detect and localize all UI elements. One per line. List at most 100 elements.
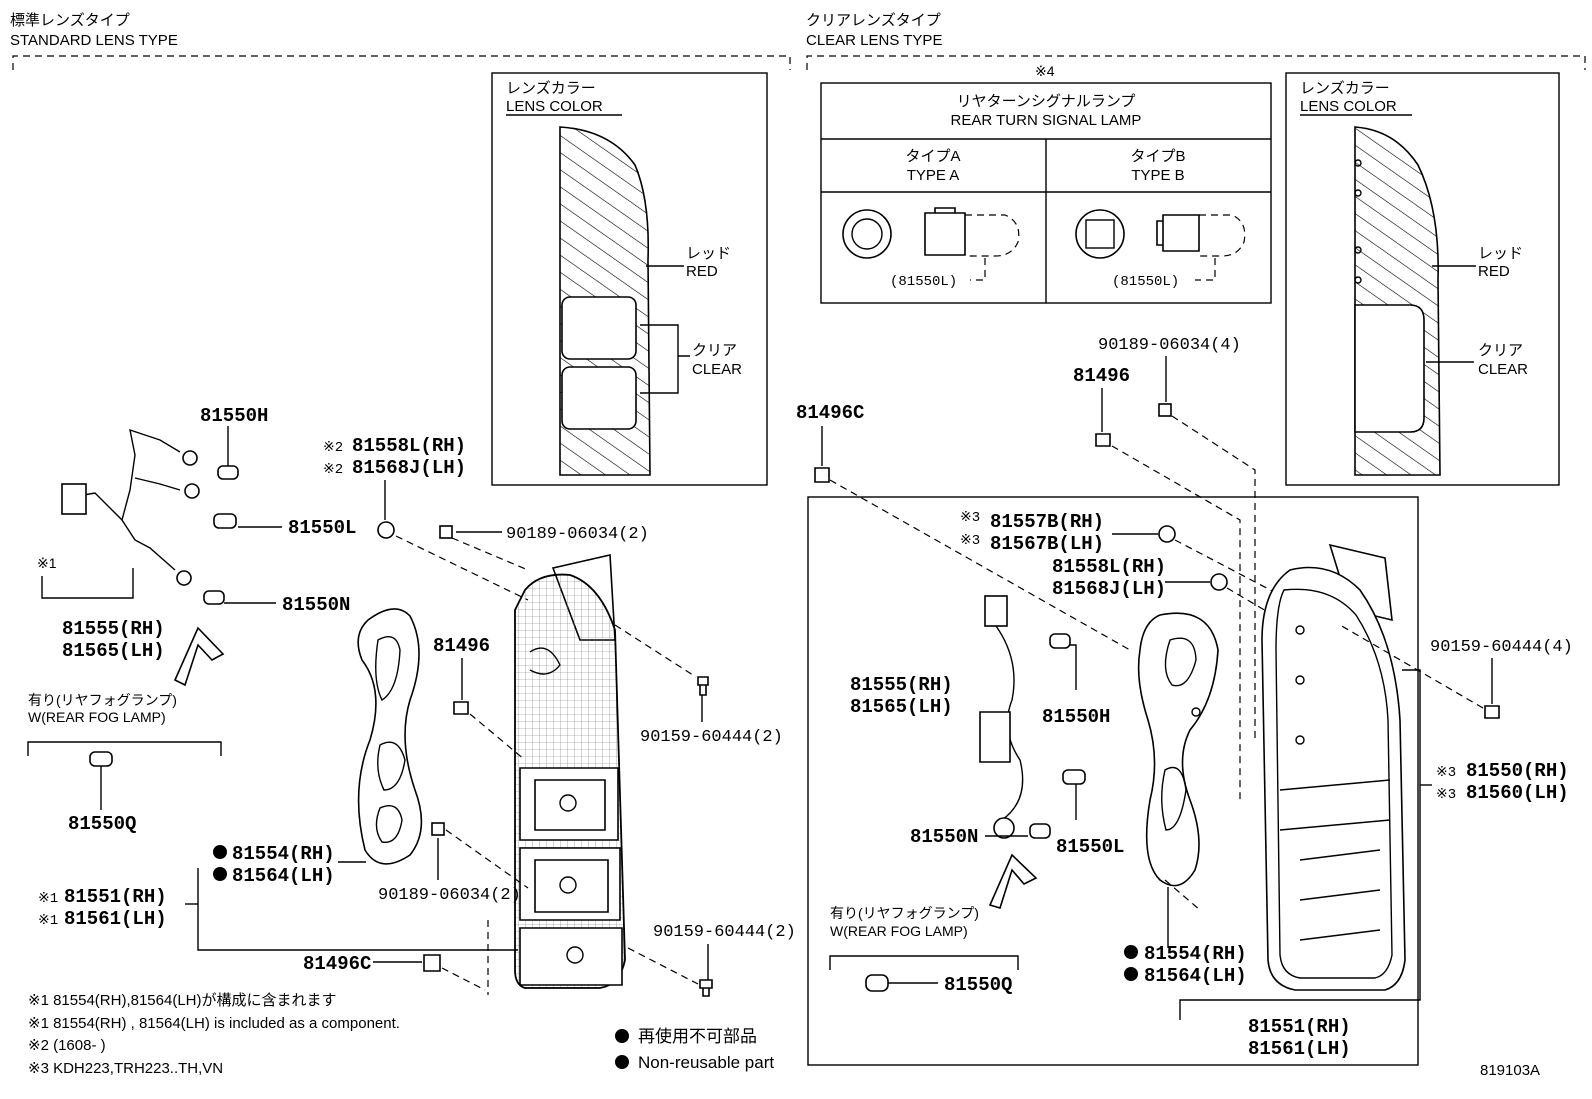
standard-title-ja: 標準レンズタイプ: [10, 12, 130, 29]
standard-gasket-81554: [357, 608, 423, 865]
legend-ja: 再使用不可部品: [638, 1026, 757, 1046]
typeA-ja: タイプA: [905, 148, 960, 165]
clear-part-81564: 81564(LH): [1144, 965, 1247, 987]
standard-tail-lamp: [514, 554, 626, 989]
standard-mark1-b: ※1: [38, 913, 58, 929]
clear-part-81550N: 81550N: [910, 826, 978, 848]
standard-grommet-81496C: [423, 954, 441, 972]
standard-part-81496C: 81496C: [303, 953, 371, 975]
clear-part-81550H: 81550H: [1042, 706, 1110, 728]
legend-en: Non-reusable part: [638, 1053, 774, 1072]
standard-clear-en: CLEAR: [692, 361, 742, 378]
standard-part-81568J: 81568J(LH): [352, 457, 466, 479]
clear-mark3-c: ※3: [1436, 765, 1456, 781]
standard-grommet-81496: [453, 701, 469, 715]
standard-clip-90189-top: [439, 525, 453, 539]
clear-section: クリアレンズタイプ CLEAR LENS TYPE ※4 リヤターンシグナルラン…: [796, 12, 1586, 1066]
standard-part-81551: 81551(RH): [64, 886, 167, 908]
legend-dot-ja: [615, 1029, 629, 1043]
clear-part-81557B: 81557B(RH): [990, 511, 1104, 533]
standard-lens-color-ja: レンズカラー: [506, 80, 596, 97]
clear-grommet-81496: [1095, 433, 1111, 447]
clear-socket-81558L: [1210, 573, 1228, 591]
clear-wire-harness: [979, 595, 1024, 839]
note-1-ja: ※1 81554(RH),81564(LH)が構成に含まれます: [28, 992, 337, 1009]
clear-part-81496C: 81496C: [796, 402, 864, 424]
standard-part-81564: 81564(LH): [232, 865, 335, 887]
standard-clear-ja: クリア: [692, 342, 737, 359]
clear-mark3-d: ※3: [1436, 787, 1456, 803]
clear-part-81568J: 81568J(LH): [1052, 578, 1166, 600]
clear-nonreusable-dot-b: [1124, 967, 1138, 981]
clear-mark4-table: ※4: [1035, 63, 1055, 79]
note-1-en: ※1 81554(RH) , 81564(LH) is included as …: [28, 1015, 400, 1032]
clear-fog-en: W(REAR FOG LAMP): [830, 923, 968, 939]
notes: ※1 81554(RH),81564(LH)が構成に含まれます ※1 81554…: [28, 992, 1540, 1079]
clear-screw-90159: [1484, 705, 1500, 719]
standard-mark1-a: ※1: [38, 891, 58, 907]
typeB-socket: [1075, 209, 1125, 259]
clear-part-81554: 81554(RH): [1144, 943, 1247, 965]
clear-lens-color-box: [1285, 72, 1560, 486]
standard-part-81550L: 81550L: [288, 517, 356, 539]
standard-screw-90159-top: [697, 676, 709, 696]
standard-part-81550H: 81550H: [200, 405, 268, 427]
clear-part-81551: 81551(RH): [1248, 1016, 1351, 1038]
standard-part-90189-a: 90189-06034(2): [506, 525, 649, 544]
clear-title-ja: クリアレンズタイプ: [806, 12, 941, 29]
standard-part-90159-b: 90159-60444(2): [653, 923, 796, 942]
clear-bracket: [806, 55, 1586, 70]
clear-bulb-81550H: [1049, 633, 1071, 649]
standard-view-arrow: [173, 626, 225, 687]
standard-part-81550Q: 81550Q: [68, 813, 136, 835]
clear-bulb-81550L: [1062, 769, 1086, 785]
clear-part-81565: 81565(LH): [850, 696, 953, 718]
clear-red-ja: レッド: [1478, 245, 1523, 262]
standard-section: 標準レンズタイプ STANDARD LENS TYPE レンズカラー LENS …: [10, 12, 796, 997]
standard-part-81561: 81561(LH): [64, 908, 167, 930]
clear-socket-81557B: [1158, 525, 1176, 543]
clear-nonreusable-dot-a: [1124, 945, 1138, 959]
clear-mark3-b: ※3: [960, 533, 980, 549]
clear-part-81555: 81555(RH): [850, 674, 953, 696]
standard-nonreusable-dot-b: [213, 867, 227, 881]
standard-part-90189-b: 90189-06034(2): [378, 886, 521, 905]
standard-part-90159-a: 90159-60444(2): [640, 728, 783, 747]
clear-lens-color-ja: レンズカラー: [1300, 80, 1390, 97]
note-3: ※3 KDH223,TRH223..TH,VN: [28, 1060, 223, 1077]
typeB-ja: タイプB: [1130, 148, 1185, 165]
standard-red-ja: レッド: [686, 245, 731, 262]
clear-part-90159: 90159-60444(4): [1430, 638, 1573, 657]
clear-clear-ja: クリア: [1478, 342, 1523, 359]
standard-part-81558L: 81558L(RH): [352, 435, 466, 457]
typeA-bulb-label: (81550L): [890, 274, 957, 290]
clear-part-81550: 81550(RH): [1466, 760, 1569, 782]
standard-lens-clear-upper: [561, 296, 637, 360]
standard-part-81550N: 81550N: [282, 594, 350, 616]
standard-part-81555: 81555(RH): [62, 618, 165, 640]
standard-lens-color-box: [491, 72, 768, 486]
standard-lens-color-en: LENS COLOR: [506, 98, 603, 115]
typeA-bulb-base: [924, 207, 966, 256]
standard-fog-en: W(REAR FOG LAMP): [28, 709, 166, 725]
typeB-en: TYPE B: [1131, 167, 1184, 184]
standard-bulb-81550N: [203, 590, 225, 605]
clear-clip-90189: [1158, 403, 1172, 417]
clear-view-arrow: [988, 853, 1038, 909]
standard-socket-81558L: [377, 521, 395, 539]
clear-part-81550L: 81550L: [1056, 836, 1124, 858]
legend-dot-en: [615, 1055, 629, 1069]
clear-lens-color-en: LENS COLOR: [1300, 98, 1397, 115]
clear-part-81496: 81496: [1073, 365, 1130, 387]
standard-lens-clear-lower: [561, 366, 637, 430]
figure-id: 819103A: [1480, 1062, 1540, 1079]
clear-part-81561: 81561(LH): [1248, 1038, 1351, 1060]
clear-tail-lamp: [1261, 543, 1406, 991]
clear-part-81558L: 81558L(RH): [1052, 556, 1166, 578]
standard-wire-harness: [61, 428, 239, 605]
typeB-bulb-base: [1156, 214, 1200, 252]
clear-part-81567B: 81567B(LH): [990, 533, 1104, 555]
standard-bulb-81550H: [217, 465, 239, 480]
standard-screw-90159-lower: [699, 979, 713, 997]
